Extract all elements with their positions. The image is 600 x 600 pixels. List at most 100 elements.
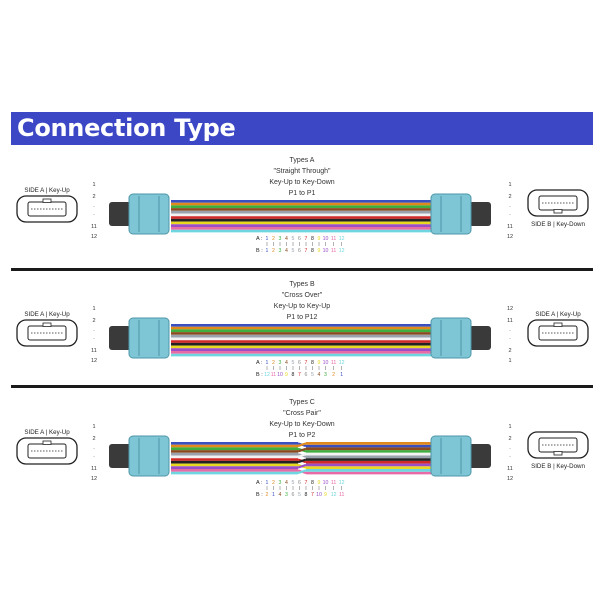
connector-right-boot	[469, 444, 491, 468]
connector-right-housing	[430, 193, 472, 235]
row-a-number: 10	[323, 360, 329, 366]
connector-left	[109, 193, 170, 235]
row-a-number: 12	[339, 236, 345, 242]
row-a-label: A :	[256, 236, 263, 242]
type-name: "Cross Pair"	[283, 410, 321, 417]
page-title: Connection Type	[17, 114, 236, 142]
mapping-label: P1 to P1	[289, 190, 316, 197]
type-name: "Straight Through"	[274, 168, 331, 175]
side-a-label: SIDE A | Key-Up	[24, 429, 70, 436]
row-b-number: 2	[266, 492, 269, 498]
row-b-number: 9	[324, 492, 327, 498]
row-b-number: 7	[298, 372, 301, 378]
row-a-number: 1	[266, 236, 269, 242]
row-a-number: 10	[323, 236, 329, 242]
row-b-number: 12	[339, 248, 345, 254]
fiber-cross	[297, 453, 307, 458]
side-b-key	[553, 451, 563, 456]
connector-left-housing	[128, 317, 170, 359]
row-a-number: 1	[266, 480, 269, 486]
row-b-number: 3	[279, 248, 282, 254]
keying-label: Key-Up to Key-Up	[274, 303, 331, 310]
side-b-key	[553, 209, 563, 214]
fiber-cross	[297, 447, 307, 453]
keying-label: Key-Up to Key-Down	[269, 179, 334, 186]
row-a-number: 5	[292, 480, 295, 486]
right-port-number: 12	[507, 476, 513, 482]
connector-right-housing	[430, 317, 472, 359]
row-b-number: 4	[279, 492, 282, 498]
row-b-number: 8	[311, 248, 314, 254]
type-label: Types B	[289, 281, 315, 288]
row-a-number: 5	[292, 360, 295, 366]
row-a-number: 8	[311, 480, 314, 486]
row-a-number: 4	[285, 360, 288, 366]
row-b-number: 8	[305, 492, 308, 498]
right-port-number: 2	[508, 348, 511, 354]
row-a-number: 9	[318, 360, 321, 366]
left-port-number: 11	[91, 224, 97, 230]
right-port-number: 2	[508, 194, 511, 200]
row-a-label: A :	[256, 480, 263, 486]
row-a-number: 9	[318, 236, 321, 242]
panel-diagram: Types A "Straight Through" Key-Up to Key-D…	[16, 157, 589, 254]
row-a-number: 10	[323, 480, 329, 486]
fiber-cross	[297, 458, 307, 464]
right-port-number: 11	[507, 466, 513, 472]
row-b-number: 2	[272, 248, 275, 254]
row-b-number: 9	[285, 372, 288, 378]
row-b-number: 1	[340, 372, 343, 378]
row-a-number: 4	[285, 480, 288, 486]
connector-right-boot	[469, 202, 491, 226]
connector-left	[109, 317, 170, 359]
connector-right	[430, 435, 491, 477]
connector-right	[430, 317, 491, 359]
row-b-number: 8	[292, 372, 295, 378]
side-a-label: SIDE A | Key-Up	[24, 311, 70, 318]
left-port-number: ·	[93, 336, 95, 342]
row-b-number: 4	[318, 372, 321, 378]
row-b-number: 3	[324, 372, 327, 378]
connector-right	[430, 193, 491, 235]
row-a-number: 12	[339, 480, 345, 486]
right-port-number: ·	[509, 336, 511, 342]
row-a-number: 1	[266, 360, 269, 366]
right-port-number: ·	[509, 212, 511, 218]
row-a-number: 5	[292, 236, 295, 242]
side-b-key	[553, 322, 563, 327]
row-a-number: 3	[279, 480, 282, 486]
connector-left-housing	[128, 193, 170, 235]
left-port-number: 12	[91, 234, 97, 240]
row-a-number: 8	[311, 360, 314, 366]
panel-type-a: Types A "Straight Through" Key-Up to Key-D…	[11, 150, 593, 266]
row-b-number: 5	[292, 248, 295, 254]
panel-divider	[11, 268, 593, 271]
right-port-number: ·	[509, 446, 511, 452]
connector-left-boot	[109, 444, 131, 468]
type-label: Types A	[290, 157, 315, 164]
keying-label: Key-Up to Key-Down	[269, 421, 334, 428]
row-a-number: 3	[279, 236, 282, 242]
row-b-number: 7	[311, 492, 314, 498]
left-port-number: 12	[91, 476, 97, 482]
left-port-number: 2	[92, 318, 95, 324]
right-port-number: ·	[509, 204, 511, 210]
row-a-label: A :	[256, 360, 263, 366]
right-port-number: 12	[507, 234, 513, 240]
left-port-number: 2	[92, 436, 95, 442]
row-b-number: 6	[292, 492, 295, 498]
row-b-number: 5	[298, 492, 301, 498]
row-a-number: 3	[279, 360, 282, 366]
type-name: "Cross Over"	[282, 292, 323, 299]
connector-left-boot	[109, 202, 131, 226]
row-b-number: 10	[277, 372, 283, 378]
right-port-number: ·	[509, 454, 511, 460]
row-b-number: 4	[285, 248, 288, 254]
fiber-cross	[297, 469, 307, 475]
row-b-number: 3	[285, 492, 288, 498]
row-b-number: 12	[264, 372, 270, 378]
row-b-label: B :	[256, 492, 263, 498]
row-b-number: 1	[266, 248, 269, 254]
